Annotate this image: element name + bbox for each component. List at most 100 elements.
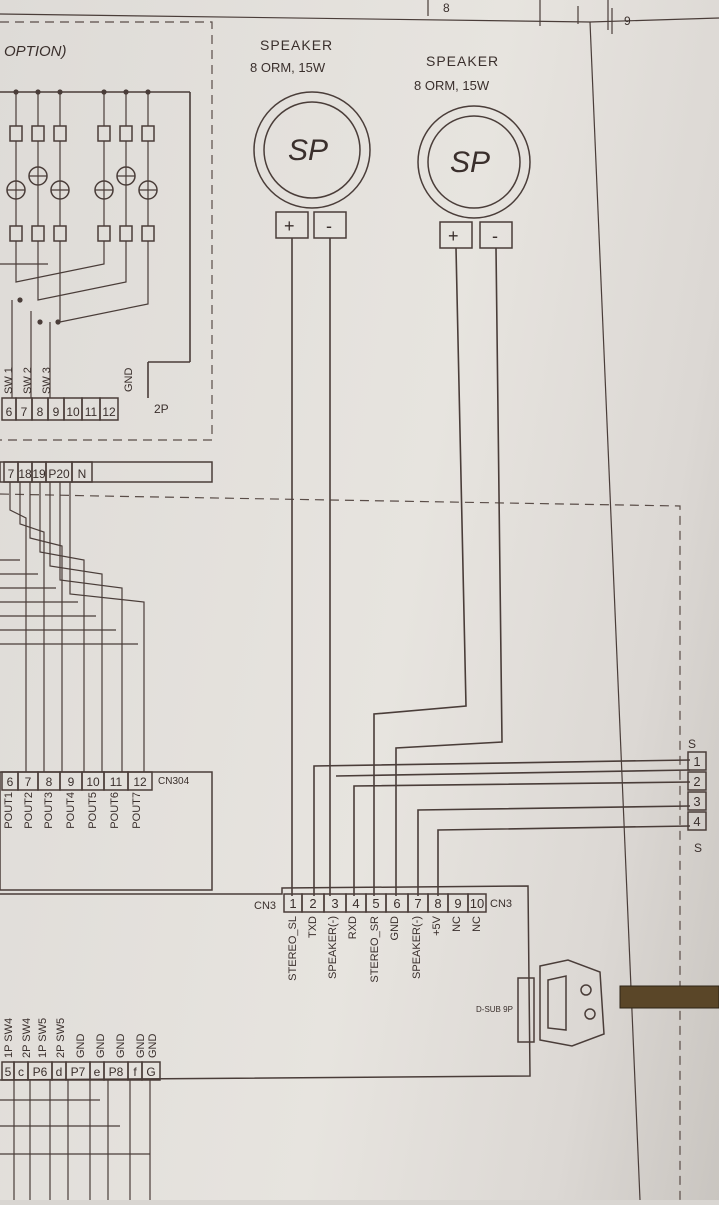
switch-contact bbox=[141, 225, 155, 242]
dsub-label: D-SUB 9P bbox=[476, 1005, 513, 1014]
cn304-pin-label: 12 bbox=[133, 775, 147, 789]
switch-contact bbox=[53, 125, 67, 142]
bottom-pin-label: d bbox=[56, 1065, 63, 1079]
switch-contact bbox=[9, 125, 23, 142]
switch-contact bbox=[119, 125, 133, 142]
right-connector-pin-box bbox=[687, 791, 707, 811]
junction-dot bbox=[101, 89, 107, 95]
bottom-signal-label: GND bbox=[135, 1034, 147, 1059]
cn304-pin-label: 11 bbox=[110, 775, 123, 789]
cn304-signal-label: POUT7 bbox=[131, 792, 143, 829]
switch-contact bbox=[31, 125, 45, 142]
right-connector-bottom-label: S bbox=[694, 841, 702, 855]
dsub-shell bbox=[539, 959, 605, 1047]
speaker-right-outer-ring bbox=[417, 105, 531, 219]
bottom-pin-label: P6 bbox=[33, 1065, 48, 1079]
bottom-signal-label: GND bbox=[95, 1034, 107, 1059]
cn3-signal-label: SPEAKER(-) bbox=[411, 916, 423, 979]
harness-wires bbox=[313, 759, 691, 896]
junction-dot bbox=[57, 89, 63, 95]
right-connector-pin-box bbox=[687, 771, 707, 791]
bottom-pin-label: P8 bbox=[109, 1065, 124, 1079]
option-pin-label: 6 bbox=[6, 405, 13, 419]
cn3-pin-label: 5 bbox=[372, 896, 379, 911]
bottom-pin-label: e bbox=[94, 1065, 101, 1079]
speaker-right-plus: + bbox=[448, 226, 459, 246]
switch-contact bbox=[141, 125, 155, 142]
dsub-cable bbox=[620, 986, 719, 1008]
cn3-pin-label: 3 bbox=[331, 896, 338, 911]
speaker-right-inner-ring bbox=[427, 115, 521, 209]
switch-contact bbox=[119, 225, 133, 242]
dsub-body bbox=[547, 975, 567, 1031]
column-9-label: 9 bbox=[624, 14, 631, 28]
cn304-signal-label: POUT1 bbox=[3, 792, 15, 829]
cn3-signal-label: RXD bbox=[347, 916, 359, 939]
bottom-pin-label: f bbox=[133, 1065, 137, 1079]
dsub-screw-top bbox=[580, 984, 592, 996]
option-pin-box bbox=[99, 397, 119, 421]
speaker-left-plus: + bbox=[284, 216, 295, 236]
cn304-signal-label: POUT2 bbox=[23, 792, 35, 829]
speaker-right-rating: 8 ORM, 15W bbox=[414, 78, 490, 93]
option-pin-label: 10 bbox=[66, 405, 80, 419]
junction-dot bbox=[13, 89, 19, 95]
option-title: OPTION) bbox=[4, 43, 67, 60]
option-pin-label: 7 bbox=[21, 405, 28, 419]
junction-dot bbox=[55, 319, 61, 325]
speaker-right-label: SPEAKER bbox=[426, 53, 499, 69]
cn3-pin-label: 6 bbox=[393, 896, 400, 911]
bottom-pin-label: 5 bbox=[5, 1065, 12, 1079]
right-connector-pin-label: 3 bbox=[693, 794, 700, 809]
speaker-right: SPEAKER 8 ORM, 15W SP + - bbox=[414, 53, 531, 249]
cn3-signal-label: STEREO_SL bbox=[287, 916, 299, 981]
cn304-name: CN304 bbox=[158, 776, 190, 787]
sw1-label: SW 1 bbox=[3, 367, 15, 394]
cn304-signal-label: POUT6 bbox=[109, 792, 121, 829]
speaker-left-minus: - bbox=[326, 216, 332, 236]
speaker-left-outer-ring bbox=[253, 91, 371, 209]
dsub-flange bbox=[517, 977, 535, 1043]
switch-contact bbox=[97, 125, 111, 142]
column-8-label: 8 bbox=[443, 1, 450, 15]
gnd-label: GND bbox=[123, 368, 135, 393]
switch-contact bbox=[53, 225, 67, 242]
cn304-signal-label: POUT4 bbox=[65, 792, 77, 829]
option-pin-label: 9 bbox=[53, 405, 60, 419]
cn3-signal-label: +5V bbox=[431, 915, 443, 936]
bottom-signal-label: GND bbox=[147, 1034, 159, 1059]
speaker-left-label: SPEAKER bbox=[260, 37, 333, 53]
switch-contact bbox=[31, 225, 45, 242]
cn3-signal-label: GND bbox=[389, 916, 401, 941]
cn3-signal-label: NC bbox=[451, 916, 463, 932]
cn3-pin-label: 4 bbox=[352, 896, 359, 911]
cn3-pin-label: 10 bbox=[470, 896, 484, 911]
sw3-label: SW 3 bbox=[41, 367, 53, 394]
cn3-pin-label: 2 bbox=[309, 896, 316, 911]
switch-array bbox=[0, 89, 191, 398]
cn3-signal-label: TXD bbox=[307, 916, 319, 938]
bottom-signal-label: 2P SW5 bbox=[55, 1018, 67, 1058]
speaker-right-symbol: SP bbox=[450, 146, 490, 179]
cn3-pin-label: 1 bbox=[289, 896, 296, 911]
option-pin-label: 8 bbox=[37, 405, 44, 419]
cn3-name-left: CN3 bbox=[254, 900, 276, 912]
right-connector-pin-box bbox=[687, 751, 707, 771]
switch-contact bbox=[9, 225, 23, 242]
sw2-label: SW 2 bbox=[22, 367, 34, 394]
cn3-name-right: CN3 bbox=[490, 898, 512, 910]
mid-pin-label: 19 bbox=[32, 467, 46, 481]
junction-dot bbox=[17, 297, 23, 303]
cn3-pin-box bbox=[467, 893, 487, 913]
right-connector-top-label: S bbox=[688, 737, 696, 751]
